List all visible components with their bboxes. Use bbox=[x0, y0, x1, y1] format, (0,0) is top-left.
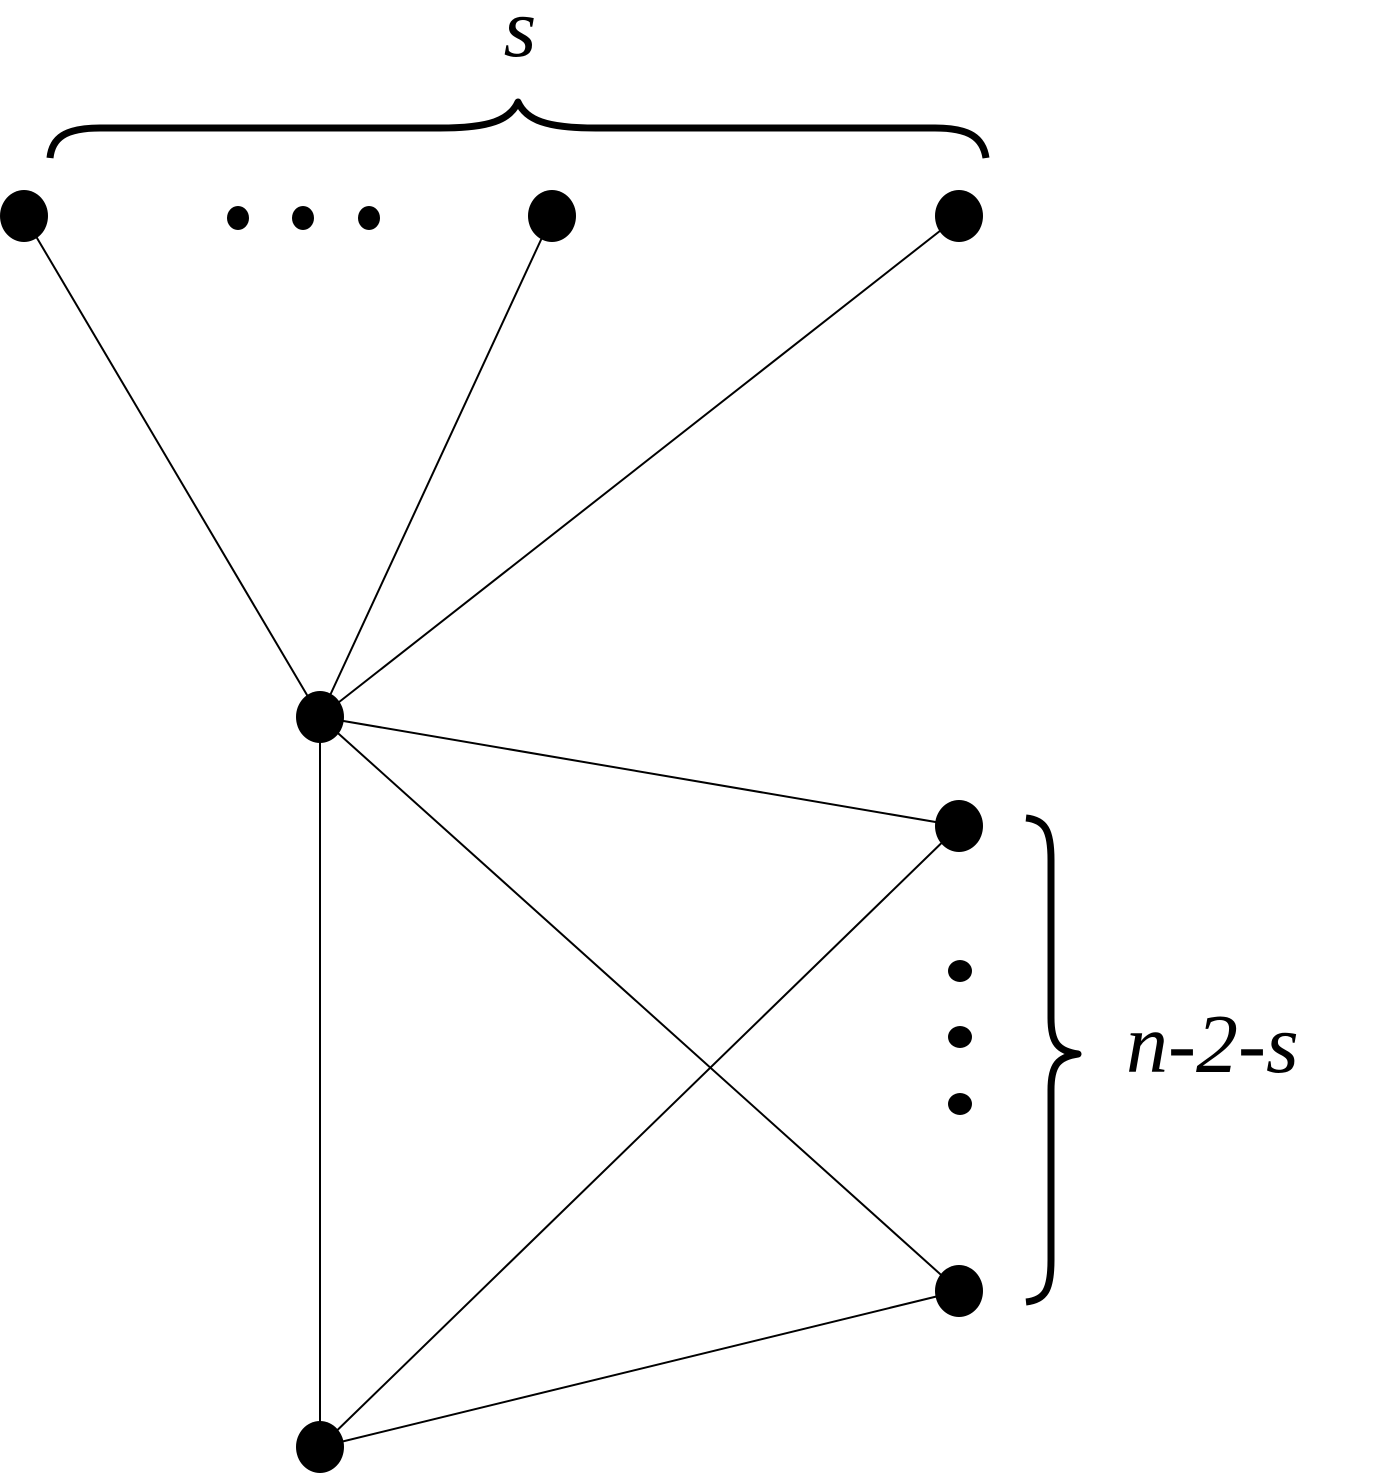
edges bbox=[23, 215, 960, 1448]
ellipsis-dot bbox=[358, 206, 380, 230]
edge-hub-top-left bbox=[23, 215, 321, 718]
vertex-right-lower bbox=[935, 1265, 983, 1317]
top-brace bbox=[46, 98, 990, 159]
edge-hub-right-upper bbox=[319, 716, 960, 827]
ellipsis-dot bbox=[948, 1093, 972, 1115]
edge-hub-right-lower bbox=[319, 716, 960, 1292]
vertex-bottom bbox=[296, 1421, 344, 1473]
vertex-top-middle bbox=[528, 190, 576, 242]
ellipsis-dot bbox=[948, 1026, 972, 1048]
vertex-hub bbox=[296, 691, 344, 743]
vertical-ellipsis bbox=[948, 960, 972, 1115]
right-brace-label: n-2-s bbox=[1126, 998, 1299, 1091]
ellipsis-dot bbox=[292, 206, 314, 230]
vertex-right-upper bbox=[935, 800, 983, 852]
vertices bbox=[0, 190, 983, 1473]
ellipsis-dot bbox=[948, 960, 972, 982]
vertex-top-left bbox=[0, 190, 48, 242]
ellipsis-dot bbox=[227, 206, 249, 230]
edge-bottom-right-lower bbox=[319, 1290, 960, 1448]
top-brace-label: s bbox=[504, 0, 537, 75]
edge-hub-top-right bbox=[319, 215, 960, 718]
right-brace bbox=[1025, 814, 1082, 1306]
vertex-top-right bbox=[935, 190, 983, 242]
edge-hub-top-middle bbox=[319, 215, 553, 718]
edge-bottom-right-upper bbox=[319, 825, 960, 1448]
horizontal-ellipsis bbox=[227, 206, 380, 230]
